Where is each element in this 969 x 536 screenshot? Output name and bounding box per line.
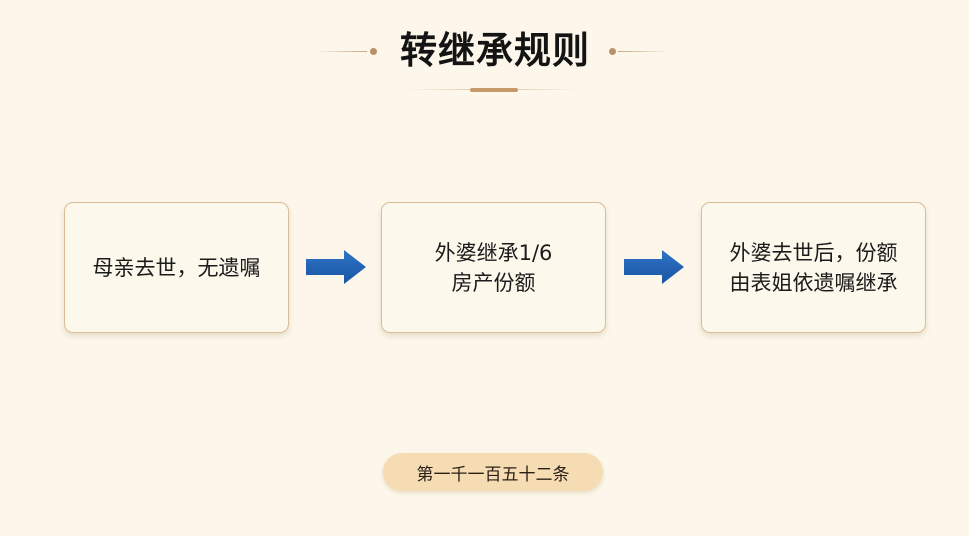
flow-step-1-text: 母亲去世，无遗嘱 bbox=[92, 255, 261, 280]
flow-step-2: 外婆继承1/6 房产份额 bbox=[381, 202, 606, 333]
arrow-right-icon bbox=[624, 250, 684, 284]
title-underline-accent bbox=[470, 88, 518, 92]
law-article-badge: 第一千一百五十二条 bbox=[383, 453, 603, 491]
title-decoration-right-dot bbox=[609, 48, 616, 55]
flow-step-3-text: 外婆去世后，份额 由表姐依遗嘱继承 bbox=[729, 240, 898, 295]
arrow-right-icon bbox=[306, 250, 366, 284]
title-decoration-left-line bbox=[315, 51, 367, 52]
flow-step-2-text: 外婆继承1/6 房产份额 bbox=[434, 240, 553, 295]
title-decoration-right-line bbox=[618, 51, 670, 52]
page-title: 转继承规则 bbox=[400, 29, 590, 72]
title-row: 转继承规则 bbox=[0, 24, 969, 80]
title-decoration-left-dot bbox=[370, 48, 377, 55]
flow-step-3: 外婆去世后，份额 由表姐依遗嘱继承 bbox=[701, 202, 926, 333]
flow-step-1: 母亲去世，无遗嘱 bbox=[64, 202, 289, 333]
